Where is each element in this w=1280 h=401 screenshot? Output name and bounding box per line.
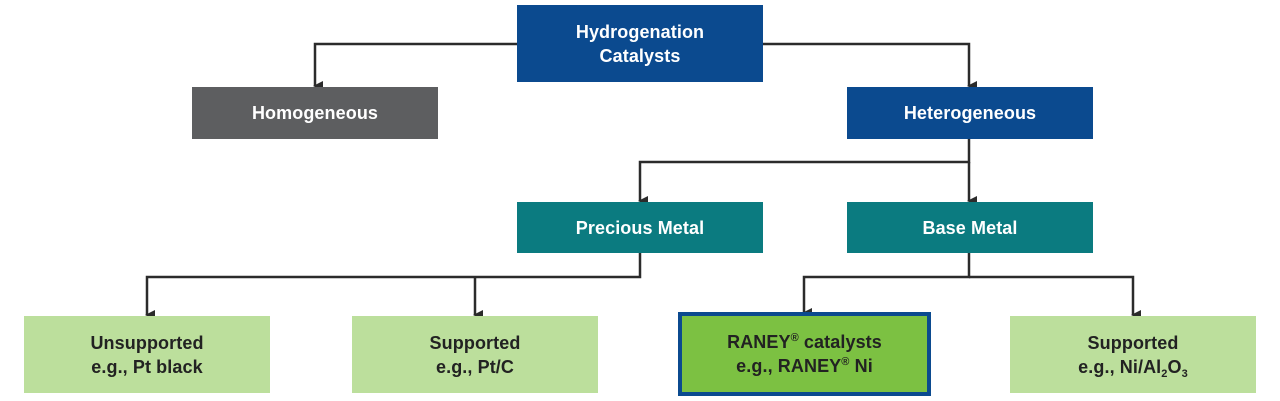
raney-line1-rest: catalysts [798, 332, 882, 352]
node-supported-pt-line1: Supported [429, 332, 521, 353]
raney-line2-prefix: e.g., RANEY [736, 356, 842, 376]
node-supported-pt-line2: e.g., Pt/C [435, 356, 514, 377]
connector-base-supported-ni [969, 275, 1141, 320]
raney-name: RANEY [727, 332, 791, 352]
node-base-metal: Base Metal [847, 202, 1093, 253]
registered-mark: ® [841, 356, 850, 368]
connector-precious-unsupported [145, 253, 642, 320]
node-raney-line1: RANEY® catalysts [727, 330, 882, 354]
raney-line2-suffix: Ni [849, 356, 873, 376]
registered-mark: ® [790, 332, 799, 344]
ni-formula-prefix: e.g., Ni/Al [1078, 356, 1162, 377]
connector-root-homogeneous [313, 42, 517, 91]
node-homogeneous: Homogeneous [192, 87, 438, 139]
node-precious-metal-label: Precious Metal [575, 217, 705, 238]
node-unsupported-line1: Unsupported [90, 332, 204, 353]
node-unsupported-line2: e.g., Pt black [91, 356, 203, 377]
node-base-metal-label: Base Metal [922, 217, 1018, 238]
connector-root-heterogeneous [763, 42, 977, 91]
node-supported-pt: Supported e.g., Pt/C [352, 316, 598, 393]
node-unsupported: Unsupported e.g., Pt black [24, 316, 270, 393]
node-heterogeneous-label: Heterogeneous [903, 103, 1037, 123]
node-supported-ni: Supported e.g., Ni/Al2O3 [1010, 316, 1256, 393]
node-supported-ni-line2: e.g., Ni/Al2O3 [1078, 355, 1188, 380]
node-homogeneous-label: Homogeneous [251, 103, 379, 123]
node-precious-metal: Precious Metal [517, 202, 763, 253]
node-raney-line2: e.g., RANEY® Ni [736, 354, 873, 378]
node-hydrogenation-catalysts: Hydrogenation Catalysts [517, 5, 763, 82]
node-raney-catalysts: RANEY® catalysts e.g., RANEY® Ni [678, 312, 931, 396]
node-root-line1: Hydrogenation [575, 21, 705, 42]
connector-heterogeneous-precious [638, 139, 971, 206]
ni-formula-sub2: 3 [1181, 367, 1188, 380]
ni-formula-sub1: 2 [1161, 367, 1168, 380]
node-heterogeneous: Heterogeneous [847, 87, 1093, 139]
connector-base-raney [802, 253, 971, 318]
node-supported-ni-line1: Supported [1087, 332, 1179, 353]
ni-formula-mid: O [1167, 356, 1182, 377]
node-root-line2: Catalysts [599, 45, 681, 66]
